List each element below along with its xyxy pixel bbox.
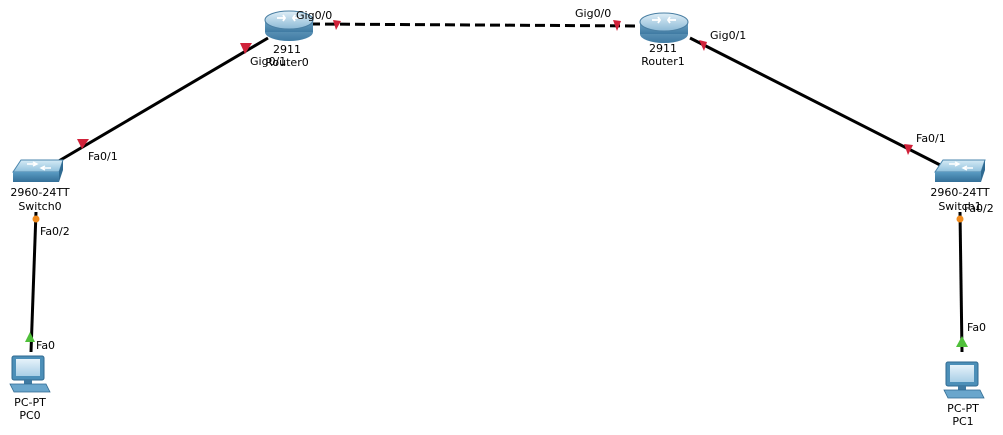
switch0-icon[interactable] (12, 159, 64, 182)
port-label-router0-gig00: Gig0/0 (296, 9, 333, 22)
switch1-model-label: 2960-24TT (930, 186, 990, 199)
cable-switch1-pc1[interactable] (958, 211, 964, 353)
link-status-markers (25, 20, 968, 347)
pc1-name-label: PC1 (952, 415, 974, 428)
switch0-name-label: Switch0 (18, 200, 62, 213)
port-label-pc1-fa0: Fa0 (967, 321, 987, 334)
port-label-pc0-fa0: Fa0 (36, 339, 56, 352)
cable-switch0-pc0[interactable] (29, 211, 38, 353)
port-label-switch1-fa01: Fa0/1 (916, 132, 946, 145)
pc0-name-label: PC0 (19, 409, 41, 422)
link-up-indicator (25, 332, 35, 342)
cable-router0-switch0[interactable] (51, 36, 269, 167)
port-label-switch0-fa02: Fa0/2 (40, 225, 70, 238)
link-up-indicator (956, 336, 968, 347)
link-pending-indicator (32, 215, 40, 223)
router1-model-label: 2911 (649, 42, 677, 55)
port-label-switch0-fa01: Fa0/1 (88, 150, 118, 163)
router1-icon[interactable] (639, 12, 689, 43)
port-label-switch1-fa02: Fa0/2 (964, 202, 994, 215)
cable-router0-router1[interactable] (309, 22, 646, 28)
port-label-router0-gig01: Gig0/1 (250, 55, 287, 68)
cables (29, 22, 964, 353)
link-down-indicator (699, 40, 707, 51)
link-down-indicator (333, 20, 341, 30)
port-label-router1-gig00: Gig0/0 (575, 7, 612, 20)
switch1-icon[interactable] (934, 159, 986, 182)
cable-router1-switch1[interactable] (689, 36, 951, 172)
pc1-icon[interactable] (943, 361, 985, 399)
link-down-indicator (904, 144, 913, 155)
pc0-model-label: PC-PT (14, 396, 46, 409)
switch0-model-label: 2960-24TT (10, 186, 70, 199)
link-down-indicator (613, 20, 621, 31)
pc0-icon[interactable] (9, 355, 51, 393)
link-down-indicator (240, 43, 252, 54)
router0-icon[interactable] (264, 10, 314, 41)
port-label-router1-gig01: Gig0/1 (710, 29, 747, 42)
router1-name-label: Router1 (641, 55, 685, 68)
pc1-model-label: PC-PT (947, 402, 979, 415)
link-pending-indicator (956, 215, 964, 223)
router0-model-label: 2911 (273, 43, 301, 56)
link-down-indicator (77, 139, 89, 149)
switch1-name-label: Switch1 (938, 200, 982, 213)
router0-name-label: Router0 (265, 56, 309, 69)
